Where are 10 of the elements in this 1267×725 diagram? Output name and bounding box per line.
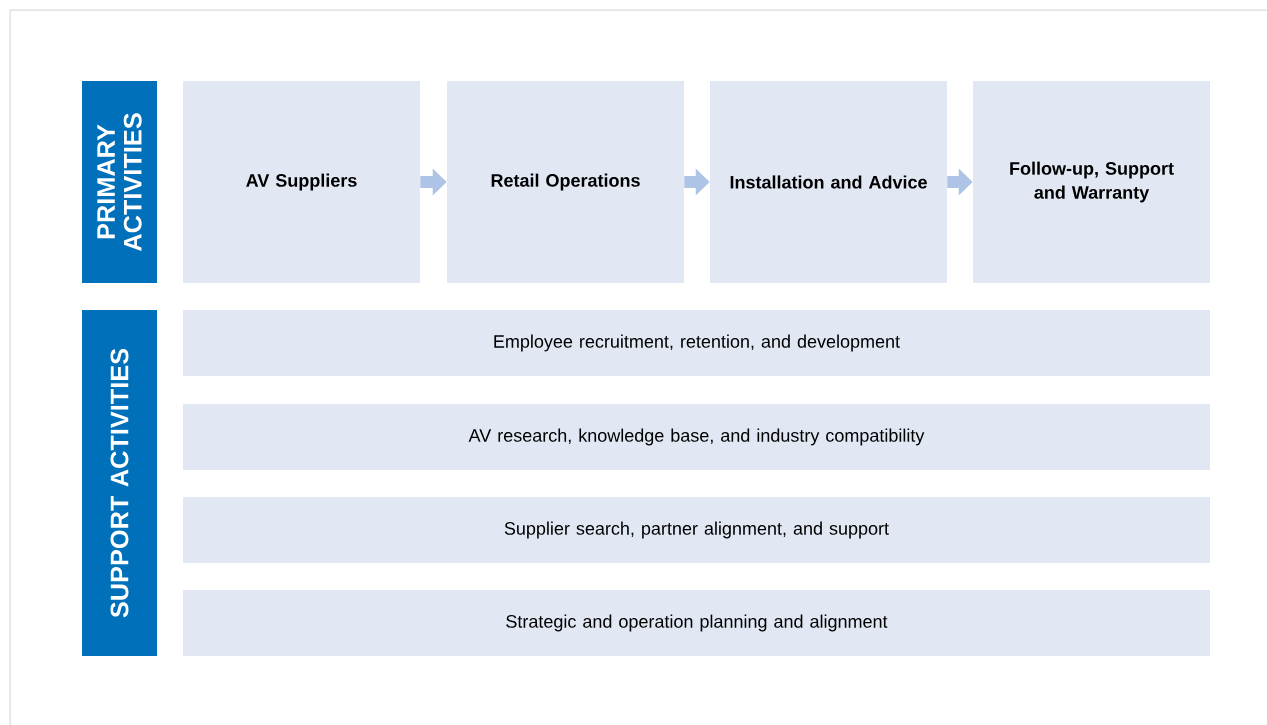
support-bar: Strategic and operation planning and alignment bbox=[183, 590, 1210, 656]
support-bar: AV research, knowledge base, and industry compatibility bbox=[183, 404, 1210, 470]
activity-box: Follow-up, Support and Warranty bbox=[973, 81, 1210, 283]
support-bar: Employee recruitment, retention, and development bbox=[183, 310, 1210, 376]
category-band: PRIMARY ACTIVITIES bbox=[82, 81, 157, 283]
activity-box: Installation and Advice bbox=[710, 81, 947, 283]
category-band: SUPPORT ACTIVITIES bbox=[82, 310, 157, 656]
support-bar: Supplier search, partner alignment, and support bbox=[183, 497, 1210, 563]
activity-box: Retail Operations bbox=[447, 81, 684, 283]
activity-box: AV Suppliers bbox=[183, 81, 420, 283]
